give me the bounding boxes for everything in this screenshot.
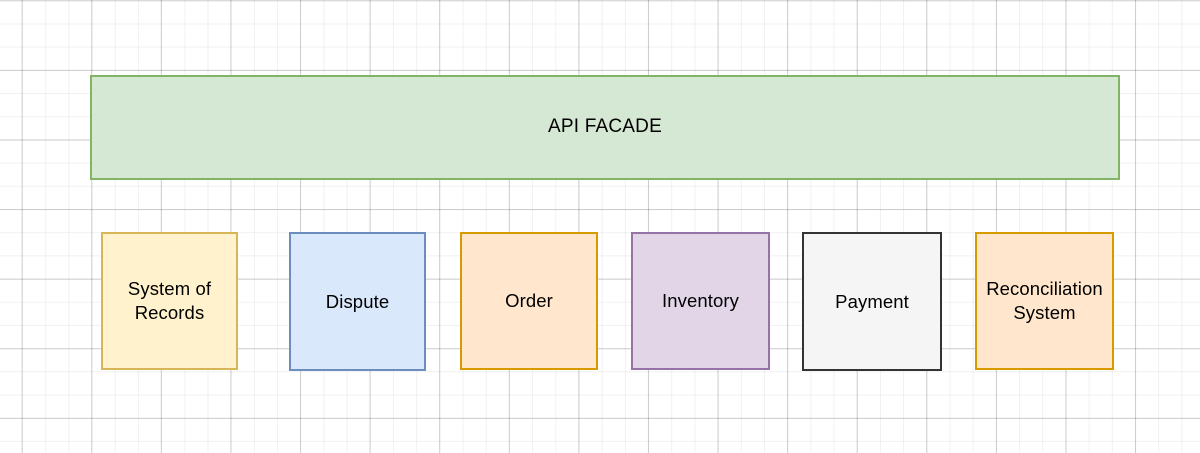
- node-dispute-label: Dispute: [325, 290, 390, 312]
- node-dispute[interactable]: Dispute: [289, 232, 426, 371]
- node-inventory-label: Inventory: [662, 290, 739, 312]
- node-system-of-records-label: System of Records: [127, 278, 212, 323]
- node-api-facade[interactable]: API FACADE: [90, 75, 1120, 180]
- node-order[interactable]: Order: [460, 232, 598, 370]
- node-payment-label: Payment: [835, 290, 909, 312]
- node-reconciliation-system-label: Reconciliation System: [986, 278, 1103, 323]
- node-system-of-records[interactable]: System of Records: [101, 232, 238, 370]
- node-reconciliation-system[interactable]: Reconciliation System: [975, 232, 1114, 370]
- node-inventory[interactable]: Inventory: [631, 232, 770, 370]
- node-order-label: Order: [505, 290, 553, 312]
- node-payment[interactable]: Payment: [802, 232, 942, 371]
- node-api-facade-label: API FACADE: [548, 116, 662, 138]
